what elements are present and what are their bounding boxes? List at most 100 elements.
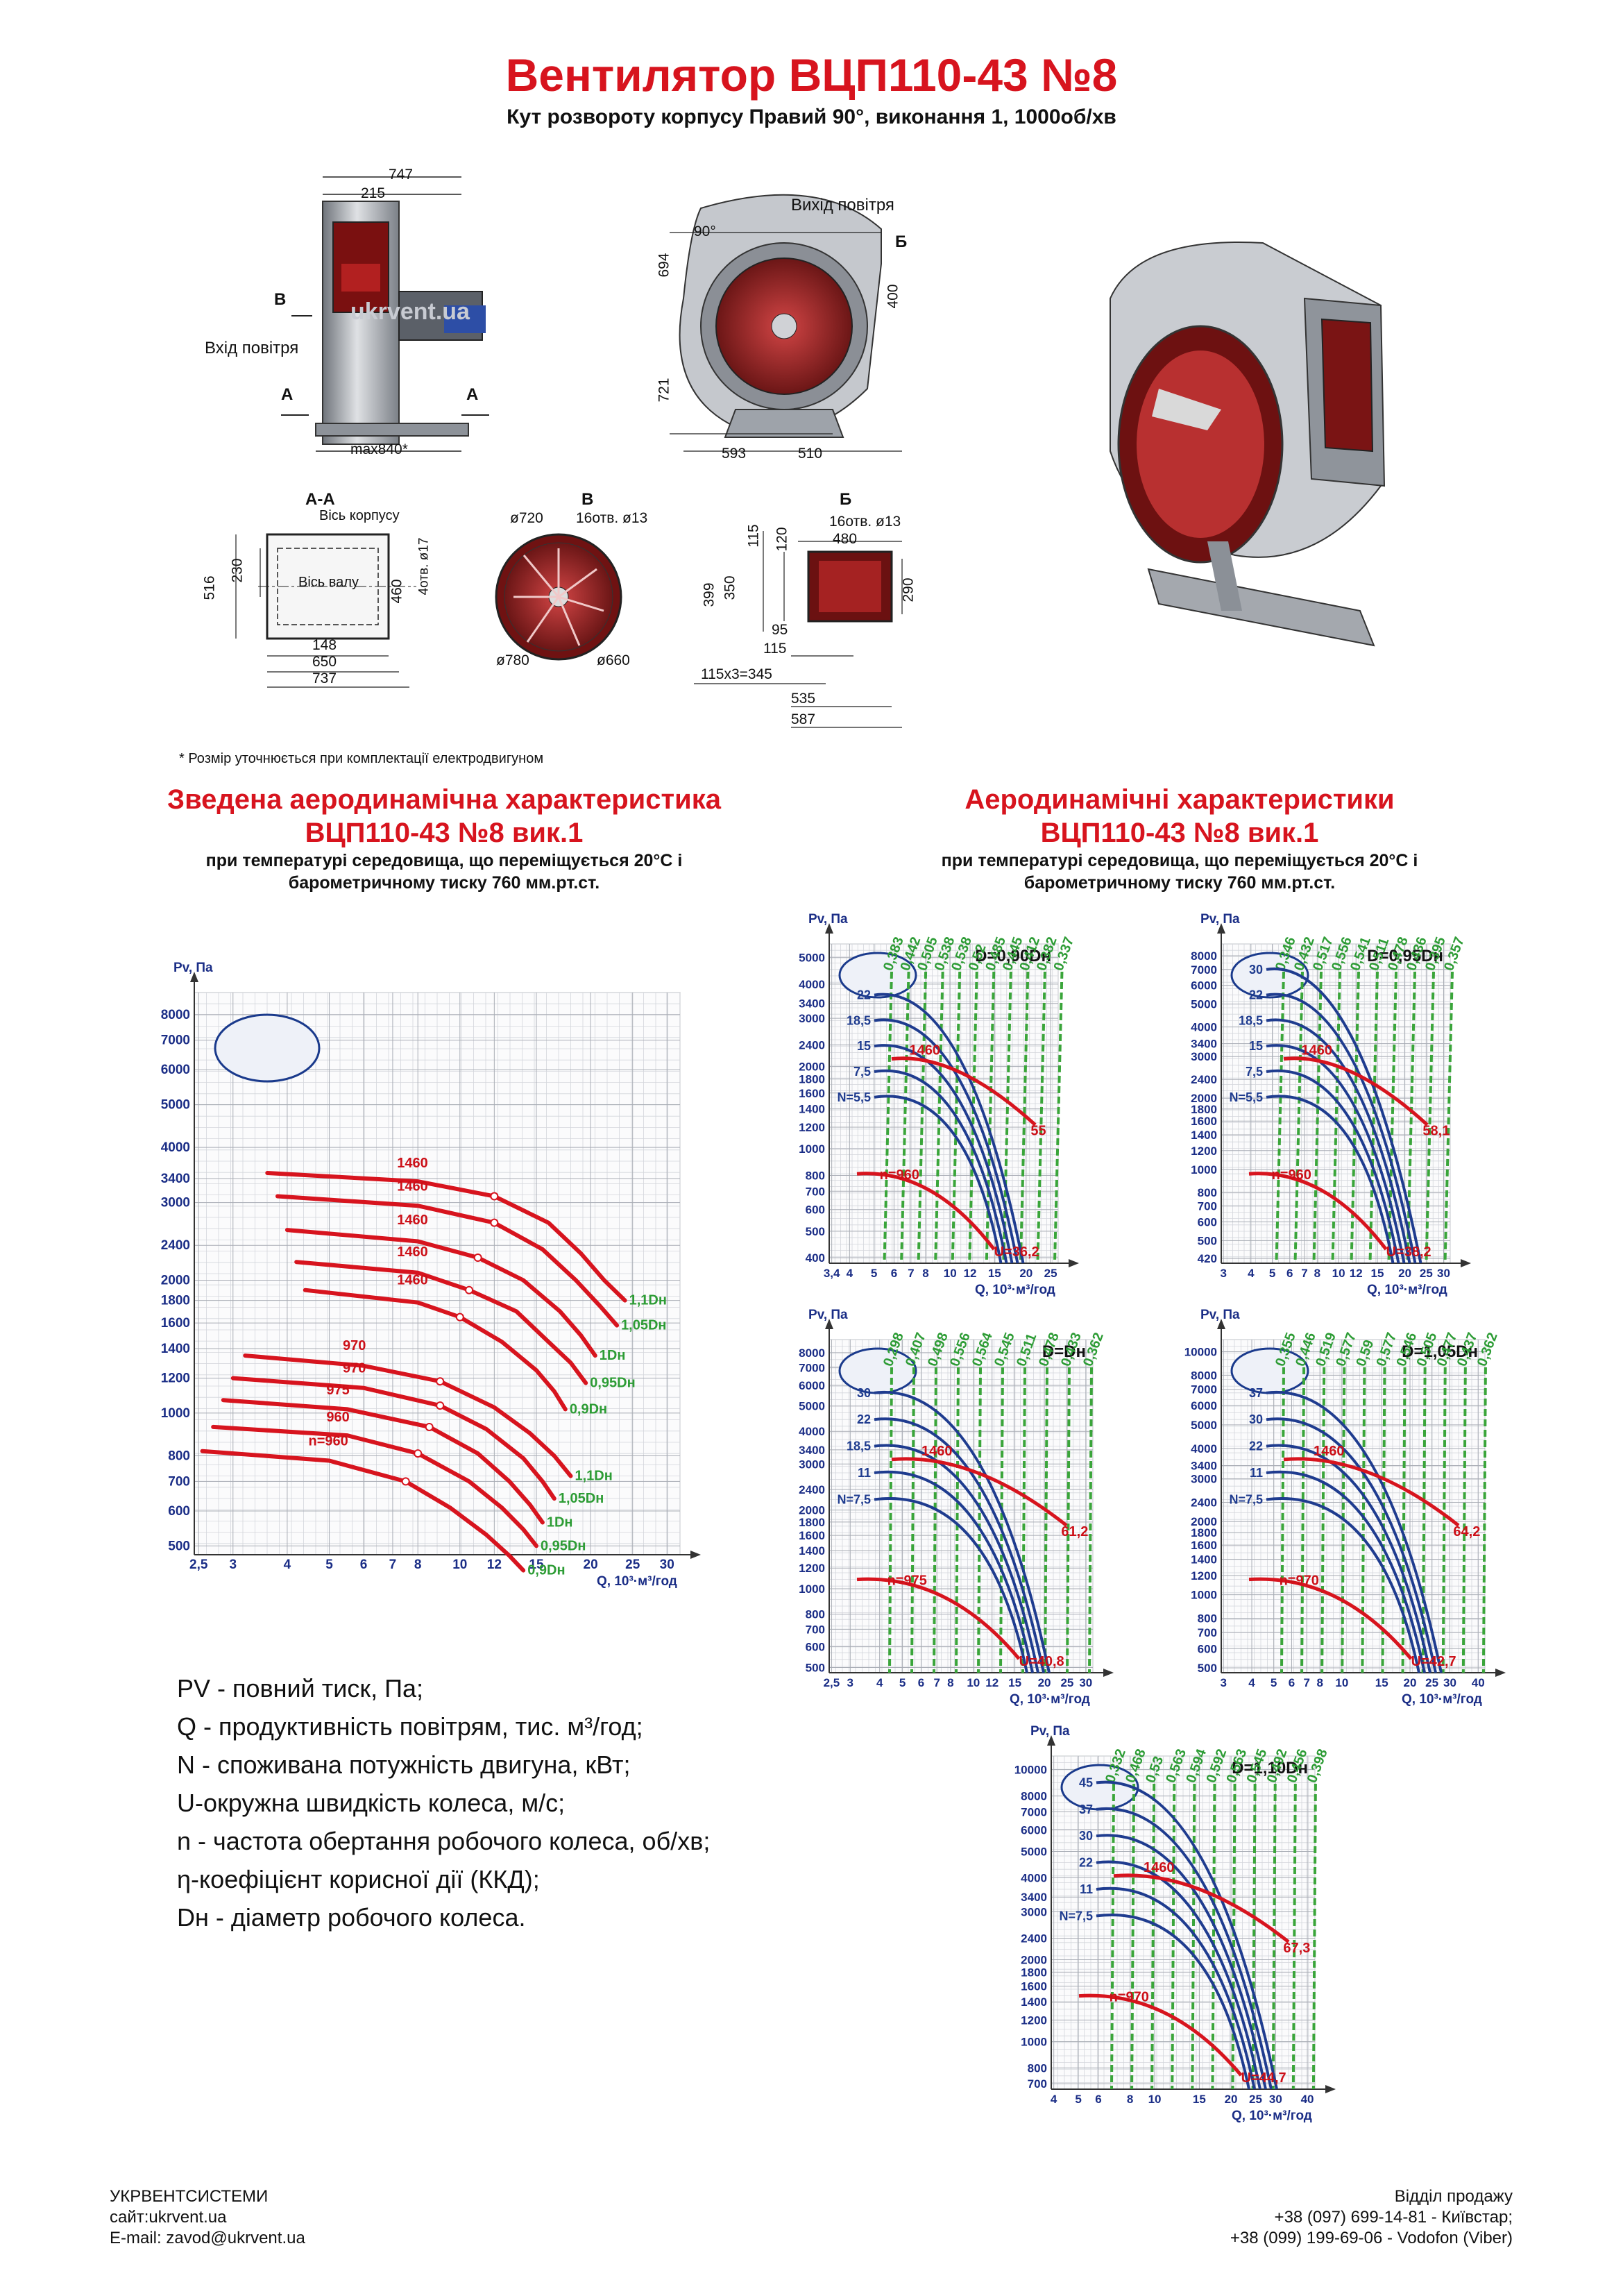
outlet-label: Вихід повітря: [791, 196, 894, 214]
x-tick-label: 15: [988, 1267, 1001, 1280]
efficiency-ray: [1280, 1367, 1285, 1673]
speed-label-high: 1460: [910, 1043, 941, 1058]
x-tick-label: 7: [1301, 1267, 1307, 1280]
y-tick-label: 4000: [799, 1425, 825, 1438]
power-curve: [1266, 1044, 1406, 1264]
dim-290: 290: [900, 577, 917, 602]
y-axis-arrow: [1217, 1319, 1225, 1329]
series-line: [200, 1449, 526, 1573]
x-axis-arrow: [690, 1551, 701, 1559]
series-size-label: 1,1Dн: [629, 1293, 667, 1308]
power-curve: [1096, 1860, 1261, 2090]
y-tick-label: 3400: [799, 1444, 825, 1457]
y-tick-label: 1200: [1191, 1145, 1217, 1158]
phone-vodafone[interactable]: +38 (099) 199-69-06 - Vodofon (Viber): [1230, 2229, 1513, 2247]
x-tick-label: 25: [1425, 1676, 1438, 1689]
y-tick-label: 8000: [1191, 1369, 1217, 1382]
legend-key: PV: [177, 1674, 211, 1703]
y-tick-label: 1000: [1191, 1163, 1217, 1176]
manufacturer-logo-icon: [838, 952, 917, 999]
speed-label-high: 1460: [1314, 1444, 1345, 1459]
y-axis-title: Pv, Па: [1030, 1724, 1070, 1739]
power-curve: [874, 1470, 1034, 1673]
optimum-point: [414, 1449, 423, 1458]
efficiency-ray: [977, 1367, 982, 1673]
optimum-point: [455, 1312, 464, 1322]
power-curve: [1266, 1390, 1443, 1673]
power-label: 18,5: [847, 1013, 871, 1027]
isometric-fan-image: [1110, 242, 1386, 647]
y-tick-label: 1400: [1021, 1995, 1047, 2009]
dim-d780: ø780: [496, 652, 529, 668]
x-tick-label: 4: [1248, 1267, 1255, 1280]
legend-u: U-окружна швидкість колеса, м/с;: [177, 1784, 710, 1822]
angle-90: 90°: [694, 223, 716, 239]
u-label-top: 64,2: [1453, 1524, 1480, 1539]
u-label-top: 61,2: [1061, 1524, 1088, 1539]
series-line: [284, 1228, 597, 1358]
efficiency-ray: [1066, 1367, 1071, 1673]
summary-heading: Зведена аеродинамічна характеристика ВЦП…: [97, 783, 791, 894]
speed-label-high: 1460: [1302, 1043, 1333, 1058]
legend-text: - частота обертання робочого колеса, об/…: [191, 1827, 711, 1855]
x-tick-label: 8: [1127, 2093, 1133, 2106]
y-tick-label: 5000: [799, 1400, 825, 1413]
manufacturer-logo-icon: [214, 1013, 321, 1083]
y-tick-label: 4000: [161, 1140, 190, 1155]
series-speed-label: 1460: [397, 1273, 428, 1288]
dim-737: 737: [312, 670, 337, 686]
power-label: 11: [1080, 1882, 1093, 1896]
series-line: [275, 1194, 620, 1328]
y-tick-label: 7000: [799, 1362, 825, 1375]
x-tick-label: 15: [1008, 1676, 1021, 1689]
power-label: N=7,5: [1059, 1909, 1093, 1923]
y-tick-label: 1200: [799, 1121, 825, 1134]
efficiency-ray: [1088, 1367, 1093, 1673]
series-line: [303, 1288, 568, 1412]
company-site[interactable]: сайт:ukrvent.ua: [110, 2208, 227, 2227]
speed-curve-high: [1113, 1873, 1290, 1943]
speed-curve-high: [1283, 1457, 1460, 1527]
legend-text: - повний тиск, Па;: [210, 1674, 424, 1703]
y-tick-label: 8000: [799, 1347, 825, 1360]
x-axis-arrow: [1325, 2085, 1336, 2093]
legend-text: -окружна швидкість колеса, м/с;: [195, 1789, 566, 1817]
y-tick-label: 4000: [1191, 1442, 1217, 1455]
y-tick-label: 800: [806, 1608, 825, 1621]
manufacturer-logo-icon: [838, 1347, 917, 1394]
legend-n-power: N - споживана потужність двигуна, кВт;: [177, 1746, 710, 1784]
efficiency-ray: [1291, 1783, 1297, 2090]
x-tick-label: 25: [1249, 2093, 1262, 2106]
series-size-label: 1Dн: [547, 1515, 573, 1530]
phone-kyivstar[interactable]: +38 (097) 699-14-81 - Київстар;: [1274, 2208, 1513, 2227]
dim-d720: ø720: [510, 510, 543, 526]
y-tick-label: 1200: [161, 1371, 190, 1386]
y-tick-label: 800: [1198, 1612, 1217, 1626]
u-label-top: 55: [1030, 1124, 1046, 1139]
series-speed-label: n=960: [309, 1434, 348, 1449]
y-tick-label: 1000: [1021, 2035, 1047, 2048]
y-tick-label: 500: [1198, 1662, 1217, 1675]
technical-drawings: [235, 176, 1386, 728]
series-line: [230, 1376, 556, 1501]
y-tick-label: 1200: [1021, 2014, 1047, 2027]
optimum-point: [465, 1285, 474, 1294]
optimum-point: [436, 1377, 445, 1386]
efficiency-ray: [1425, 971, 1435, 1264]
x-tick-label: 7: [1304, 1676, 1310, 1689]
x-tick-label: 6: [360, 1558, 368, 1572]
x-tick-label: 10: [944, 1267, 957, 1280]
x-tick-label: 20: [1019, 1267, 1033, 1280]
x-tick-label: 6: [1289, 1676, 1295, 1689]
company-email[interactable]: E-mail: zavod@ukrvent.ua: [110, 2229, 305, 2247]
y-tick-label: 4000: [799, 978, 825, 991]
y-tick-label: 2000: [799, 1504, 825, 1517]
x-tick-label: 5: [325, 1558, 333, 1572]
y-tick-label: 800: [806, 1169, 825, 1182]
efficiency-ray: [900, 971, 910, 1264]
side-view-drawing: [281, 176, 489, 452]
legend-n-rpm: n - частота обертання робочого колеса, о…: [177, 1822, 710, 1860]
x-tick-label: 2,5: [824, 1676, 840, 1689]
power-label: 7,5: [853, 1065, 871, 1079]
